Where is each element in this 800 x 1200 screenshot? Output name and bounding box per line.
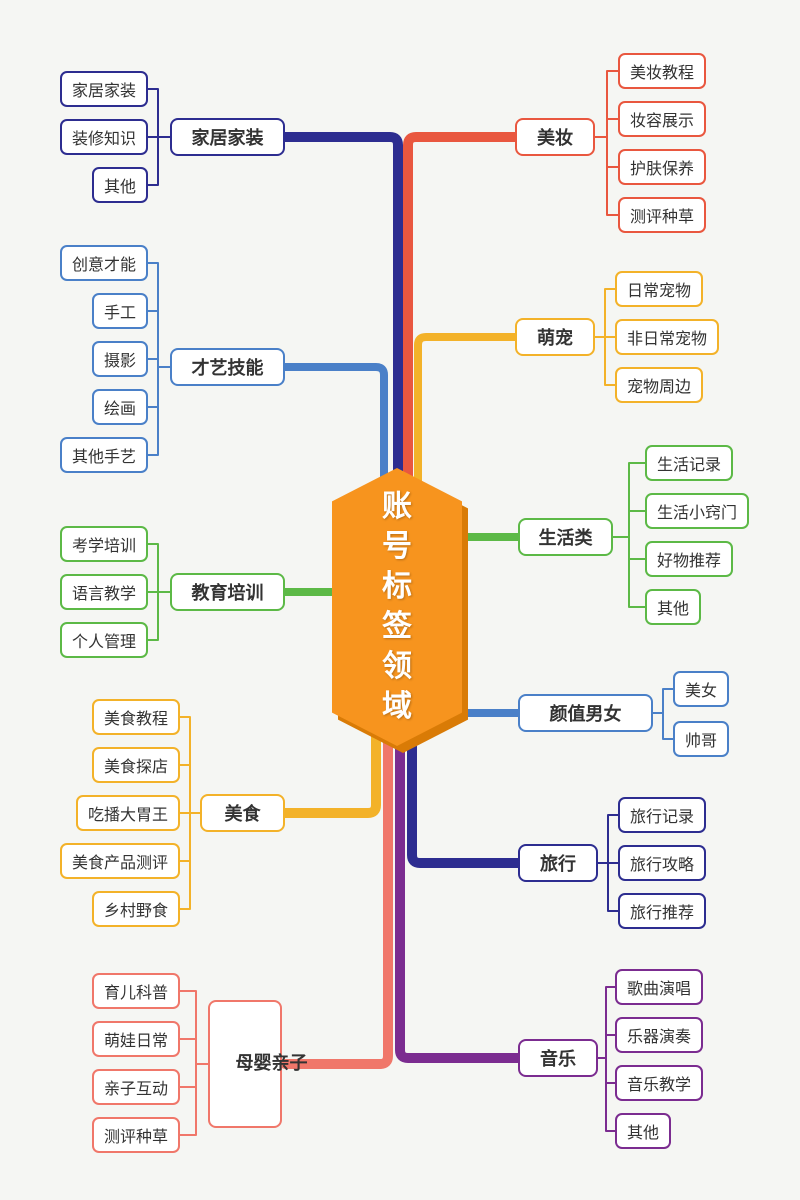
leaf-home-1: 装修知识 (59, 119, 148, 155)
leaf-music-0: 歌曲演唱 (615, 969, 704, 1005)
leaf-home-0: 家居家装 (59, 71, 148, 107)
wire-pet-child-0 (594, 288, 616, 338)
wire-music-child-3 (597, 1057, 616, 1132)
leaf-mother-2: 亲子互动 (91, 1069, 180, 1105)
branch-label-music: 音乐 (518, 1039, 598, 1077)
wire-home-child-2 (147, 136, 171, 186)
branch-label-home: 家居家装 (170, 118, 285, 156)
wire-home-child-0 (147, 88, 171, 138)
leaf-food-0: 美食教程 (91, 699, 180, 735)
wire-education-child-0 (147, 543, 171, 593)
branch-label-education: 教育培训 (170, 573, 285, 611)
wire-travel-trunk (407, 645, 523, 868)
wire-life-child-1 (612, 510, 646, 538)
wire-education-child-2 (147, 591, 171, 641)
wire-life-child-3 (612, 536, 646, 608)
leaf-beauty-2: 护肤保养 (618, 149, 707, 185)
leaf-life-0: 生活记录 (645, 445, 734, 481)
leaf-pet-0: 日常宠物 (615, 271, 704, 307)
leaf-pet-2: 宠物周边 (615, 367, 704, 403)
leaf-education-2: 个人管理 (59, 622, 148, 658)
wire-travel-child-2 (597, 862, 619, 912)
leaf-education-1: 语言教学 (59, 574, 148, 610)
leaf-life-2: 好物推荐 (645, 541, 734, 577)
wire-mother-child-1 (179, 1038, 209, 1065)
leaf-life-3: 其他 (645, 589, 702, 625)
leaf-education-0: 考学培训 (59, 526, 148, 562)
wire-food-trunk (280, 645, 381, 818)
leaf-music-2: 音乐教学 (615, 1065, 704, 1101)
wire-pet-child-2 (594, 336, 616, 386)
branch-label-life: 生活类 (518, 518, 613, 556)
leaf-travel-0: 旅行记录 (618, 797, 707, 833)
leaf-face-1: 帅哥 (673, 721, 730, 757)
branch-label-beauty: 美妆 (515, 118, 595, 156)
leaf-food-3: 美食产品测评 (59, 843, 180, 879)
leaf-talent-1: 手工 (91, 293, 148, 329)
wire-travel-child-0 (597, 814, 619, 864)
branch-label-mother: 母婴亲子 (208, 1000, 308, 1128)
wire-mother-trunk (280, 645, 393, 1069)
wire-talent-child-2 (147, 358, 171, 368)
center-topic: 账号标签领域 (332, 468, 462, 746)
wire-beauty-child-3 (594, 136, 619, 216)
branch-label-food: 美食 (200, 794, 285, 832)
wire-face-child-0 (652, 688, 674, 714)
leaf-face-0: 美女 (673, 671, 730, 707)
wire-pet-trunk (414, 333, 519, 564)
wire-mother-child-3 (179, 1063, 209, 1136)
branch-label-face: 颜值男女 (518, 694, 653, 732)
leaf-mother-1: 萌娃日常 (91, 1021, 180, 1057)
leaf-travel-1: 旅行攻略 (618, 845, 707, 881)
leaf-talent-4: 其他手艺 (59, 437, 148, 473)
leaf-travel-2: 旅行推荐 (618, 893, 707, 929)
wire-food-child-4 (179, 812, 201, 910)
leaf-talent-3: 绘画 (91, 389, 148, 425)
branch-label-pet: 萌宠 (515, 318, 595, 356)
wire-music-trunk (395, 645, 523, 1063)
leaf-life-1: 生活小窍门 (645, 493, 750, 529)
wire-face-child-1 (652, 712, 674, 740)
wire-music-child-1 (597, 1034, 616, 1059)
leaf-mother-3: 测评种草 (91, 1117, 180, 1153)
wire-beauty-child-1 (594, 118, 619, 138)
leaf-talent-0: 创意才能 (59, 245, 148, 281)
branch-label-travel: 旅行 (518, 844, 598, 882)
leaf-home-2: 其他 (91, 167, 148, 203)
leaf-music-3: 其他 (615, 1113, 672, 1149)
leaf-beauty-3: 测评种草 (618, 197, 707, 233)
leaf-mother-0: 育儿科普 (91, 973, 180, 1009)
leaf-pet-1: 非日常宠物 (615, 319, 720, 355)
leaf-food-4: 乡村野食 (91, 891, 180, 927)
leaf-talent-2: 摄影 (91, 341, 148, 377)
center-topic-label: 账号标签领域 (382, 489, 412, 724)
wire-talent-child-4 (147, 366, 171, 456)
leaf-music-1: 乐器演奏 (615, 1017, 704, 1053)
wire-food-child-1 (179, 764, 201, 814)
leaf-food-1: 美食探店 (91, 747, 180, 783)
wire-home-trunk (280, 132, 403, 585)
wire-mother-child-0 (179, 990, 209, 1065)
leaf-beauty-0: 美妆教程 (618, 53, 707, 89)
wire-talent-trunk (281, 363, 388, 564)
branch-label-mother-text: 母婴亲子 (235, 1053, 308, 1074)
leaf-beauty-1: 妆容展示 (618, 101, 707, 137)
wire-mother-child-2 (179, 1063, 209, 1088)
leaf-food-2: 吃播大胃王 (75, 795, 180, 831)
branch-label-talent: 才艺技能 (170, 348, 285, 386)
wire-beauty-trunk (403, 132, 520, 585)
